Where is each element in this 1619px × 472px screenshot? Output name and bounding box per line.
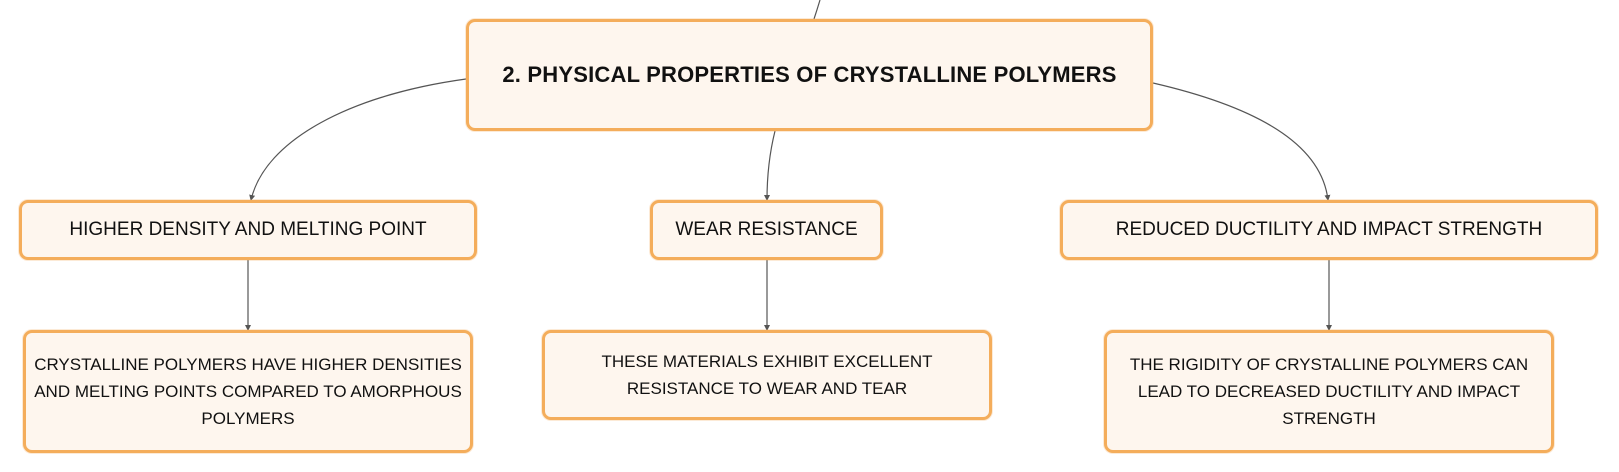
connector-incoming-root (813, 0, 821, 20)
branch-label: WEAR RESISTANCE (675, 219, 858, 240)
branch-node-ductility-impact-strength[interactable]: REDUCED DUCTILITY AND IMPACT STRENGTH (1060, 200, 1598, 260)
branch-node-wear-resistance[interactable]: WEAR RESISTANCE (650, 200, 883, 260)
leaf-node-density-melting-point[interactable]: CRYSTALLINE POLYMERS HAVE HIGHER DENSITI… (23, 330, 473, 453)
connector-root-to-branch-1 (249, 78, 467, 201)
branch-label: HIGHER DENSITY AND MELTING POINT (69, 219, 427, 240)
leaf-text: THESE MATERIALS EXHIBIT EXCELLENT RESIST… (601, 352, 933, 398)
leaf-text: THE RIGIDITY OF CRYSTALLINE POLYMERS CAN… (1129, 355, 1529, 428)
leaf-node-wear-resistance[interactable]: THESE MATERIALS EXHIBIT EXCELLENT RESIST… (542, 330, 992, 420)
branch-node-density-melting-point[interactable]: HIGHER DENSITY AND MELTING POINT (19, 200, 477, 260)
connector-root-to-branch-2 (764, 130, 776, 201)
connector-root-to-branch-3 (1152, 82, 1331, 201)
leaf-text: CRYSTALLINE POLYMERS HAVE HIGHER DENSITI… (34, 355, 462, 428)
branch-label: REDUCED DUCTILITY AND IMPACT STRENGTH (1115, 219, 1543, 240)
root-topic-node[interactable]: 2. PHYSICAL PROPERTIES OF CRYSTALLINE PO… (466, 19, 1153, 131)
root-topic-label: 2. PHYSICAL PROPERTIES OF CRYSTALLINE PO… (502, 62, 1117, 87)
leaf-node-ductility-impact-strength[interactable]: THE RIGIDITY OF CRYSTALLINE POLYMERS CAN… (1104, 330, 1554, 453)
